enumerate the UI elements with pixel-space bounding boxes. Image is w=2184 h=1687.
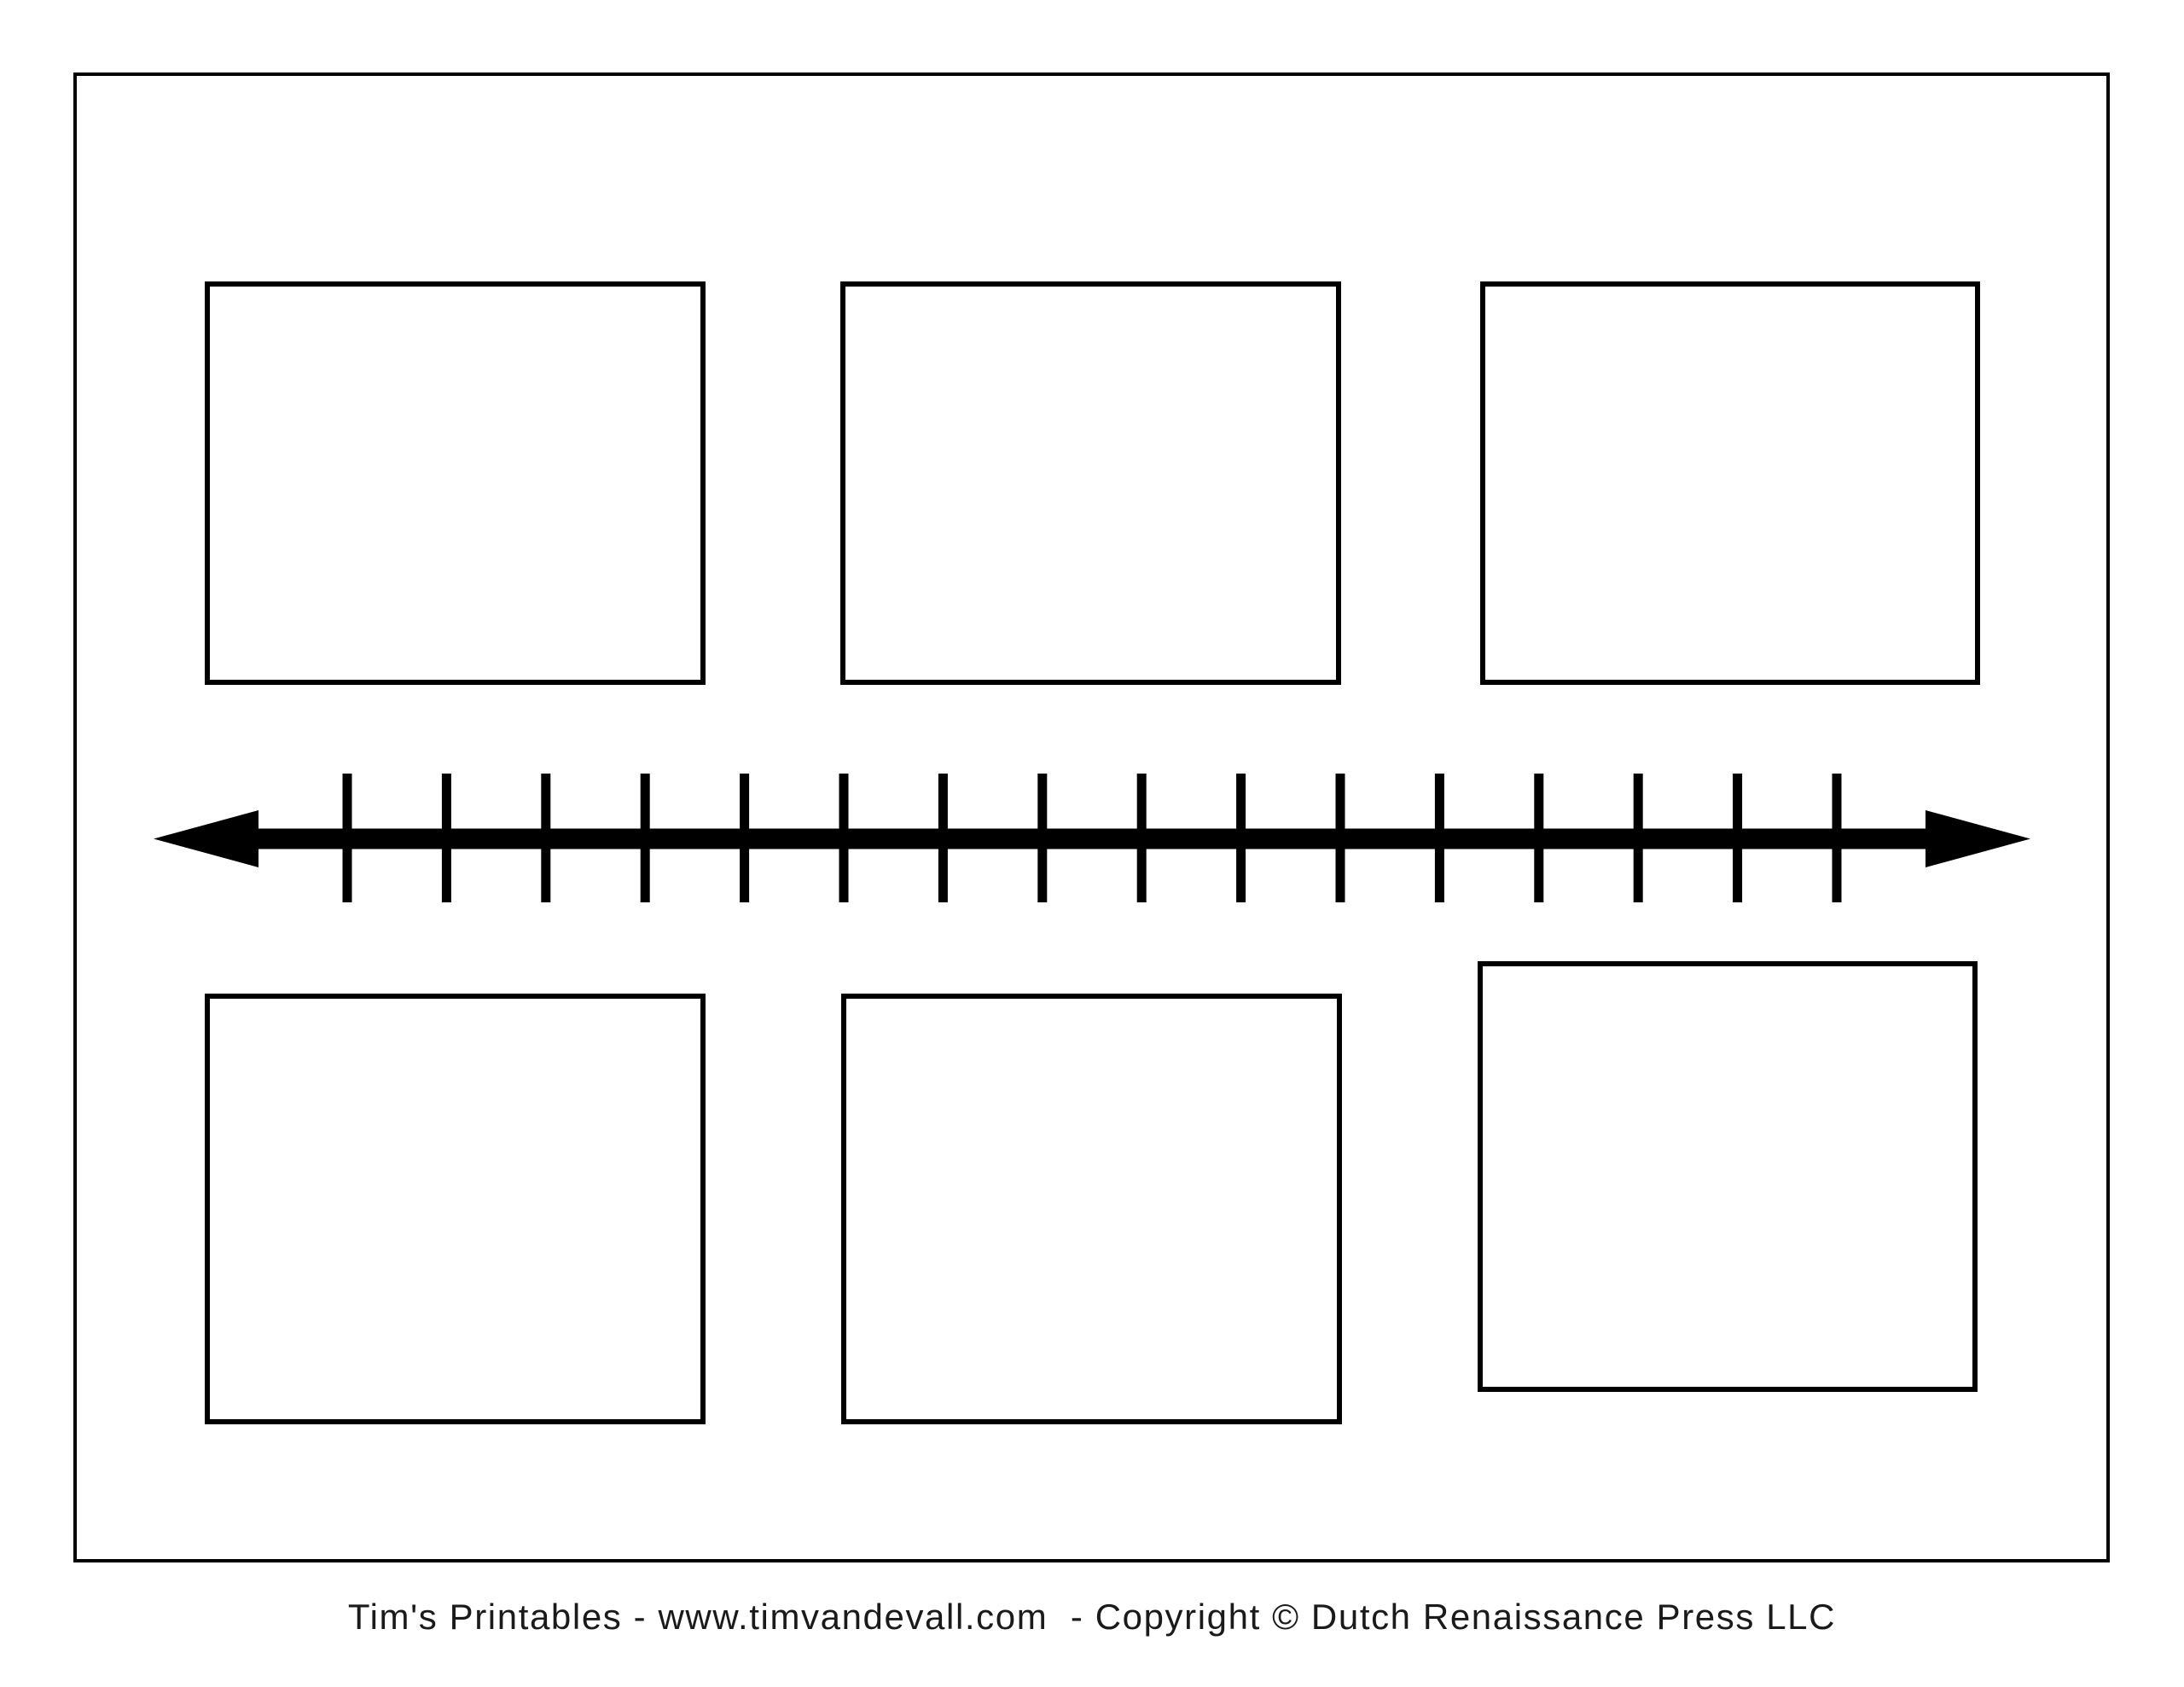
arrowhead-right-icon [1926,810,2030,867]
event-box-bottom-middle [841,994,1342,1424]
tick-mark [1434,774,1444,902]
event-box-bottom-left [205,994,706,1424]
tick-mark [640,774,650,902]
event-box-top-left [205,281,706,685]
tick-mark [1832,774,1842,902]
tick-mark [1534,774,1544,902]
event-box-bottom-right [1478,961,1978,1392]
tick-mark [541,774,551,902]
tick-mark [1037,774,1048,902]
tick-mark [441,774,451,902]
tick-marks-group [342,774,1842,902]
footer-credit: Tim's Printables - www.timvandevall.com … [347,1597,1837,1637]
tick-mark [1633,774,1643,902]
timeline-shaft [247,828,1937,849]
timeline-arrow [154,774,2030,902]
tick-mark [1733,774,1743,902]
tick-mark [740,774,750,902]
tick-mark [839,774,849,902]
arrowhead-left-icon [154,810,258,867]
tick-mark [1236,774,1246,902]
tick-mark [1335,774,1345,902]
tick-mark [938,774,948,902]
event-box-top-right [1480,281,1980,685]
tick-mark [342,774,352,902]
tick-mark [1136,774,1147,902]
event-box-top-middle [840,281,1341,685]
